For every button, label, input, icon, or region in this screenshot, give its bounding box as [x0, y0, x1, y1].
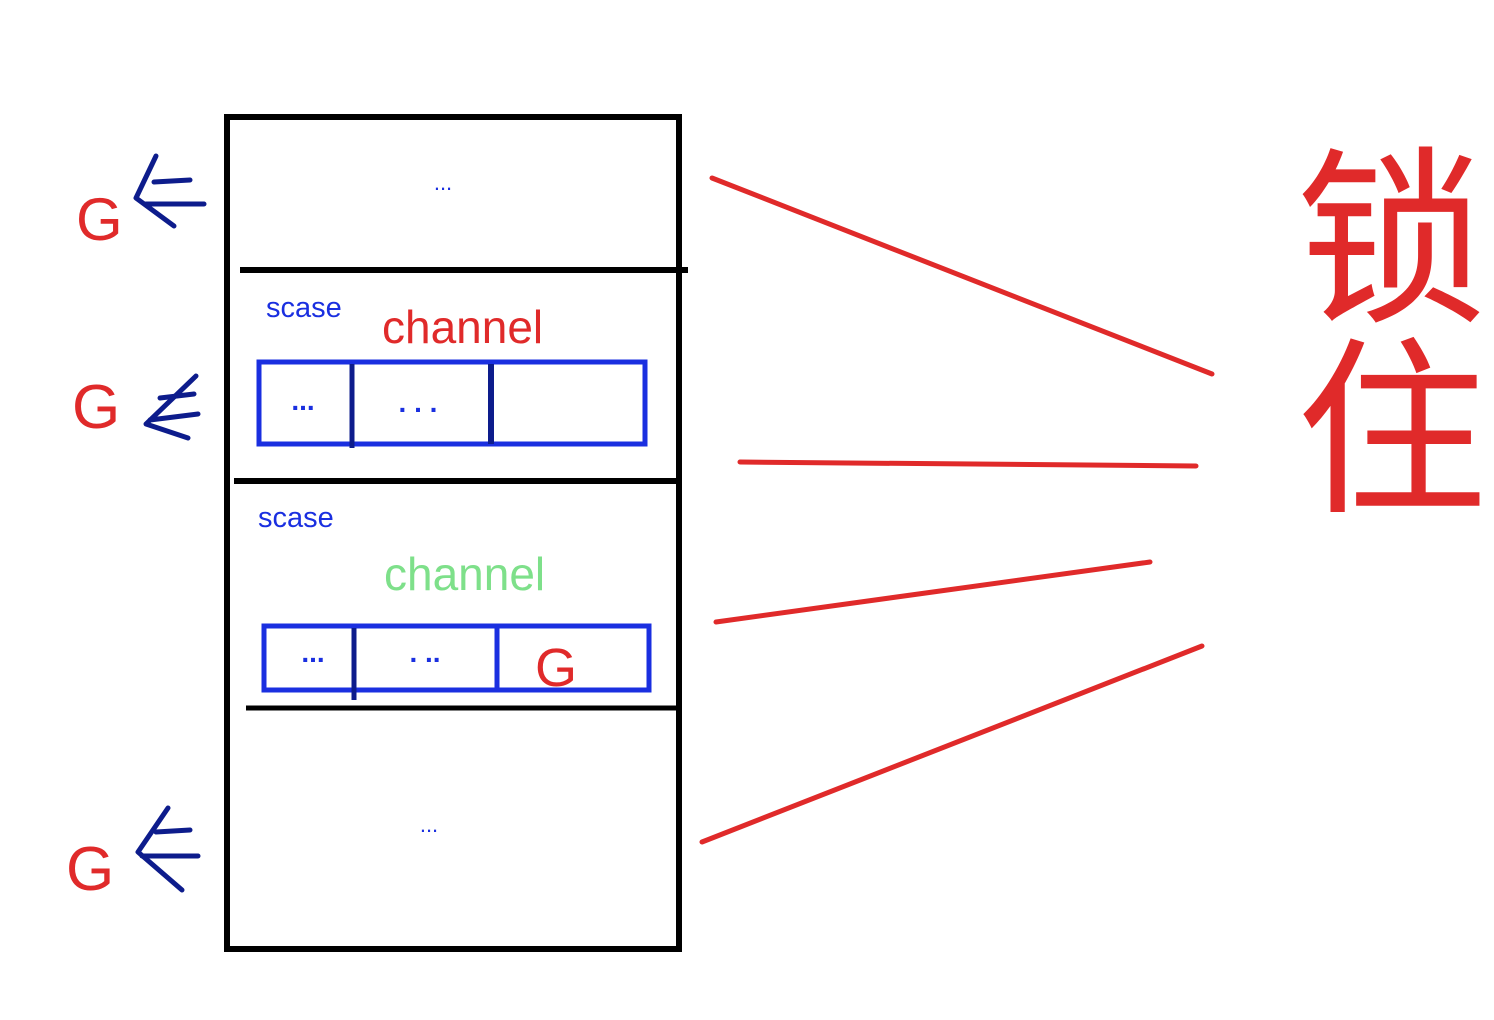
goroutine-label: G — [72, 373, 120, 442]
left-arrow-icon — [133, 153, 207, 229]
channel-label: channel — [384, 548, 545, 600]
scase-label: scase — [258, 502, 334, 534]
goroutine-label: G — [66, 835, 114, 904]
lock-line — [737, 459, 1199, 469]
lock-connectors — [699, 175, 1215, 845]
section-ellipsis-top: ... — [434, 170, 452, 195]
scase-label: scase — [266, 292, 342, 324]
channel-label: channel — [382, 301, 543, 353]
goroutine-row: G — [72, 373, 201, 442]
lock-label: 锁住 — [1268, 140, 1480, 520]
buffer-cell: . . . — [399, 387, 438, 418]
buffer-cell: ... — [291, 385, 314, 416]
goroutine-label: G — [76, 186, 123, 253]
left-arrow-icon — [135, 805, 201, 893]
lock-line — [713, 559, 1153, 625]
lock-line — [699, 643, 1205, 845]
channel-buffer: ... . .. G — [261, 623, 652, 700]
waiting-goroutine: G — [535, 638, 577, 698]
buffer-cell: ... — [301, 637, 324, 668]
channel-buffer: ... . . . — [256, 359, 648, 448]
goroutine-row: G — [66, 805, 201, 904]
left-arrow-icon — [143, 373, 201, 441]
lock-line — [709, 175, 1215, 377]
select-frame — [224, 114, 682, 952]
section-ellipsis-bottom: ... — [420, 812, 438, 837]
goroutine-row: G — [76, 153, 207, 253]
buffer-cell: . .. — [409, 637, 440, 668]
